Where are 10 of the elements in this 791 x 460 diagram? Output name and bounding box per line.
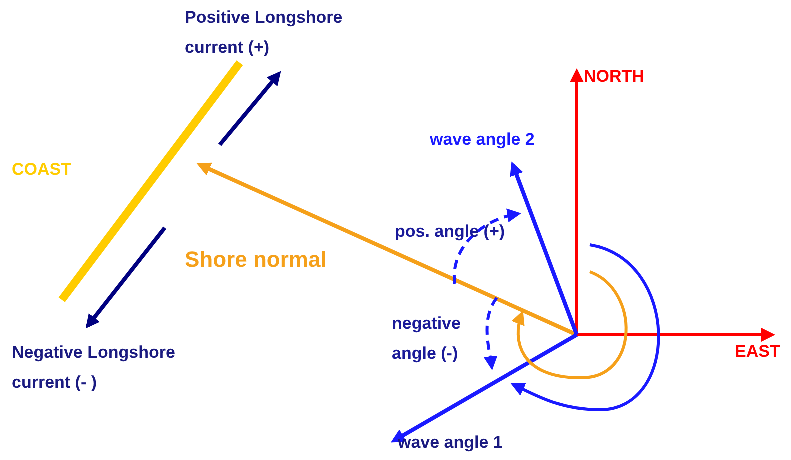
text-label: wave angle 2	[430, 129, 536, 151]
text-label: COAST	[12, 159, 72, 181]
text-label: Shore normal	[185, 246, 328, 274]
text-label: negative angle (-)	[392, 313, 462, 365]
text-label: wave angle 1	[398, 432, 504, 454]
text-label: NORTH	[584, 66, 646, 88]
text-label: Negative Longshore current (- )	[12, 342, 176, 394]
text-label: pos. angle (+)	[395, 221, 506, 243]
text-label: Positive Longshore current (+)	[185, 7, 344, 59]
text-label: EAST	[735, 341, 782, 363]
